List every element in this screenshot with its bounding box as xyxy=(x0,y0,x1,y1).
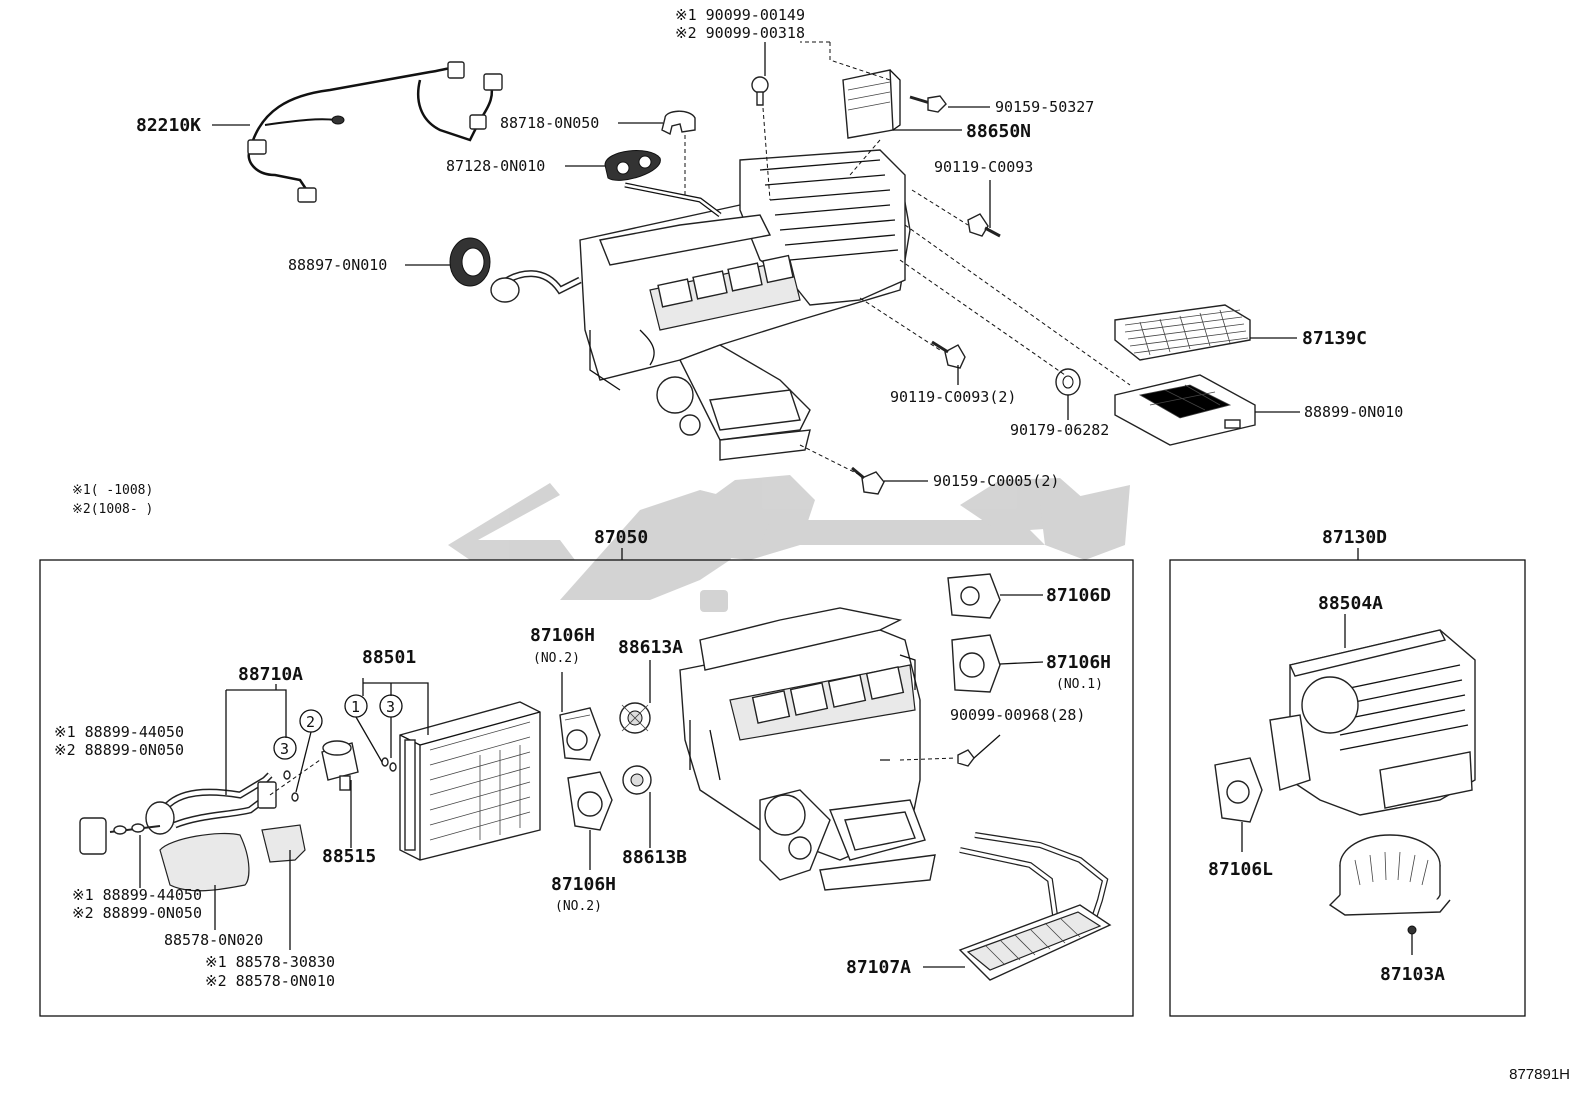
blower-case-88504A xyxy=(1269,629,1476,816)
leader-lines-right xyxy=(1241,614,1413,955)
note-serial-2: ※2(1008- ) xyxy=(72,502,153,517)
label-87050: 87050 xyxy=(594,527,648,548)
filter-87139C xyxy=(1114,304,1251,361)
callout-3-left: 3 xyxy=(273,736,297,760)
label-88578-30830: ※1 88578-30830 xyxy=(205,953,335,971)
label-88578-0N010: ※2 88578-0N010 xyxy=(205,972,335,990)
label-87107A: 87107A xyxy=(846,957,911,978)
o-rings xyxy=(283,757,397,802)
label-87106H-no1: 87106H xyxy=(1046,652,1111,673)
gear-88613B xyxy=(622,765,652,795)
label-88899-0N050-b: ※2 88899-0N050 xyxy=(72,904,202,922)
screw-90159-C0005 xyxy=(851,466,885,495)
grommet-87128-0N010 xyxy=(604,150,661,181)
callout-1: 1 xyxy=(344,694,368,718)
screw-90119-C0093-2 xyxy=(931,340,966,369)
label-90119-C0093: 90119-C0093 xyxy=(934,158,1033,176)
wire-harness-82210K xyxy=(247,61,503,203)
label-88578-0N020: 88578-0N020 xyxy=(164,931,263,949)
label-87130D: 87130D xyxy=(1322,527,1387,548)
label-82210K: 82210K xyxy=(136,115,201,136)
hvac-unit-top xyxy=(579,149,911,461)
label-87106H-no2-lower-sub: (NO.2) xyxy=(555,899,602,914)
screw-90099-00968 xyxy=(957,749,975,767)
label-90099-00149: ※1 90099-00149 xyxy=(675,6,805,24)
label-88710A: 88710A xyxy=(238,664,303,685)
label-88650N: 88650N xyxy=(966,121,1031,142)
callout-2: 2 xyxy=(299,709,323,733)
label-90099-00318: ※2 90099-00318 xyxy=(675,24,805,42)
label-87106L: 87106L xyxy=(1208,859,1273,880)
clip-88718-0N050 xyxy=(661,110,696,136)
callout-3-right: 3 xyxy=(379,694,403,718)
svg-text:3: 3 xyxy=(280,740,289,758)
servo-motor-87106L xyxy=(1214,757,1263,823)
label-87139C: 87139C xyxy=(1302,328,1367,349)
label-87128-0N010: 87128-0N010 xyxy=(446,157,545,175)
note-serial-1: ※1( -1008) xyxy=(72,483,153,498)
watermark-logo xyxy=(448,475,1130,612)
label-88899-44050-b: ※1 88899-44050 xyxy=(72,886,202,904)
nut-90179-06282 xyxy=(1055,368,1081,396)
diagram-id: 877891H xyxy=(1509,1066,1570,1083)
leader-lines-top xyxy=(212,42,1300,482)
label-88504A: 88504A xyxy=(1318,593,1383,614)
label-87106H-no2-upper-sub: (NO.2) xyxy=(533,651,580,666)
svg-text:2: 2 xyxy=(306,713,315,731)
label-88613B: 88613B xyxy=(622,847,687,868)
label-90119-C0093-2: 90119-C0093(2) xyxy=(890,388,1016,406)
blower-motor-87103A xyxy=(1328,834,1451,935)
label-87106H-no2-lower: 87106H xyxy=(551,874,616,895)
label-90099-00968: 90099-00968(28) xyxy=(950,706,1085,724)
servo-motor-87106H-no2-lower xyxy=(567,771,613,831)
label-87106H-no2-upper: 87106H xyxy=(530,625,595,646)
filter-88899-0N010 xyxy=(1114,374,1256,446)
servo-motor-87106D xyxy=(947,573,1001,619)
label-88899-44050-a: ※1 88899-44050 xyxy=(54,723,184,741)
heater-core-87107A xyxy=(958,832,1112,981)
label-88718-0N050: 88718-0N050 xyxy=(500,114,599,132)
dashed-guides-top xyxy=(684,41,1131,476)
label-90159-50327: 90159-50327 xyxy=(995,98,1094,116)
servo-motor-87106H-no1 xyxy=(951,634,1001,693)
part-88650N xyxy=(842,69,901,139)
pipe-assembly-top xyxy=(490,182,722,303)
assembly-box-87130D xyxy=(1169,559,1526,1017)
insulator-88578-0N020 xyxy=(159,824,306,892)
gear-88613A xyxy=(619,702,651,734)
bolt-90099 xyxy=(751,76,769,106)
screw-90119-C0093 xyxy=(967,213,1001,238)
label-88897-0N010: 88897-0N010 xyxy=(288,256,387,274)
evaporator-88501 xyxy=(399,701,541,861)
label-87106D: 87106D xyxy=(1046,585,1111,606)
assembly-box-87050 xyxy=(39,559,1134,1017)
expansion-valve-88515 xyxy=(321,740,359,791)
hvac-unit-lower xyxy=(679,607,936,891)
label-90179-06282: 90179-06282 xyxy=(1010,421,1109,439)
bolt-90159-50327 xyxy=(909,95,947,113)
leader-lines-lower xyxy=(139,594,1044,968)
pipe-set-88710A xyxy=(79,772,277,855)
svg-text:1: 1 xyxy=(351,698,360,716)
label-87103A: 87103A xyxy=(1380,964,1445,985)
label-90159-C0005: 90159-C0005(2) xyxy=(933,472,1059,490)
label-87106H-no1-sub: (NO.1) xyxy=(1056,677,1103,692)
label-88501: 88501 xyxy=(362,647,416,668)
servo-motor-87106H-no2-upper xyxy=(559,707,601,761)
svg-text:3: 3 xyxy=(386,698,395,716)
label-88515: 88515 xyxy=(322,846,376,867)
label-88899-0N050-a: ※2 88899-0N050 xyxy=(54,741,184,759)
label-88899-0N010: 88899-0N010 xyxy=(1304,403,1403,421)
seal-88897-0N010 xyxy=(449,237,491,287)
label-88613A: 88613A xyxy=(618,637,683,658)
